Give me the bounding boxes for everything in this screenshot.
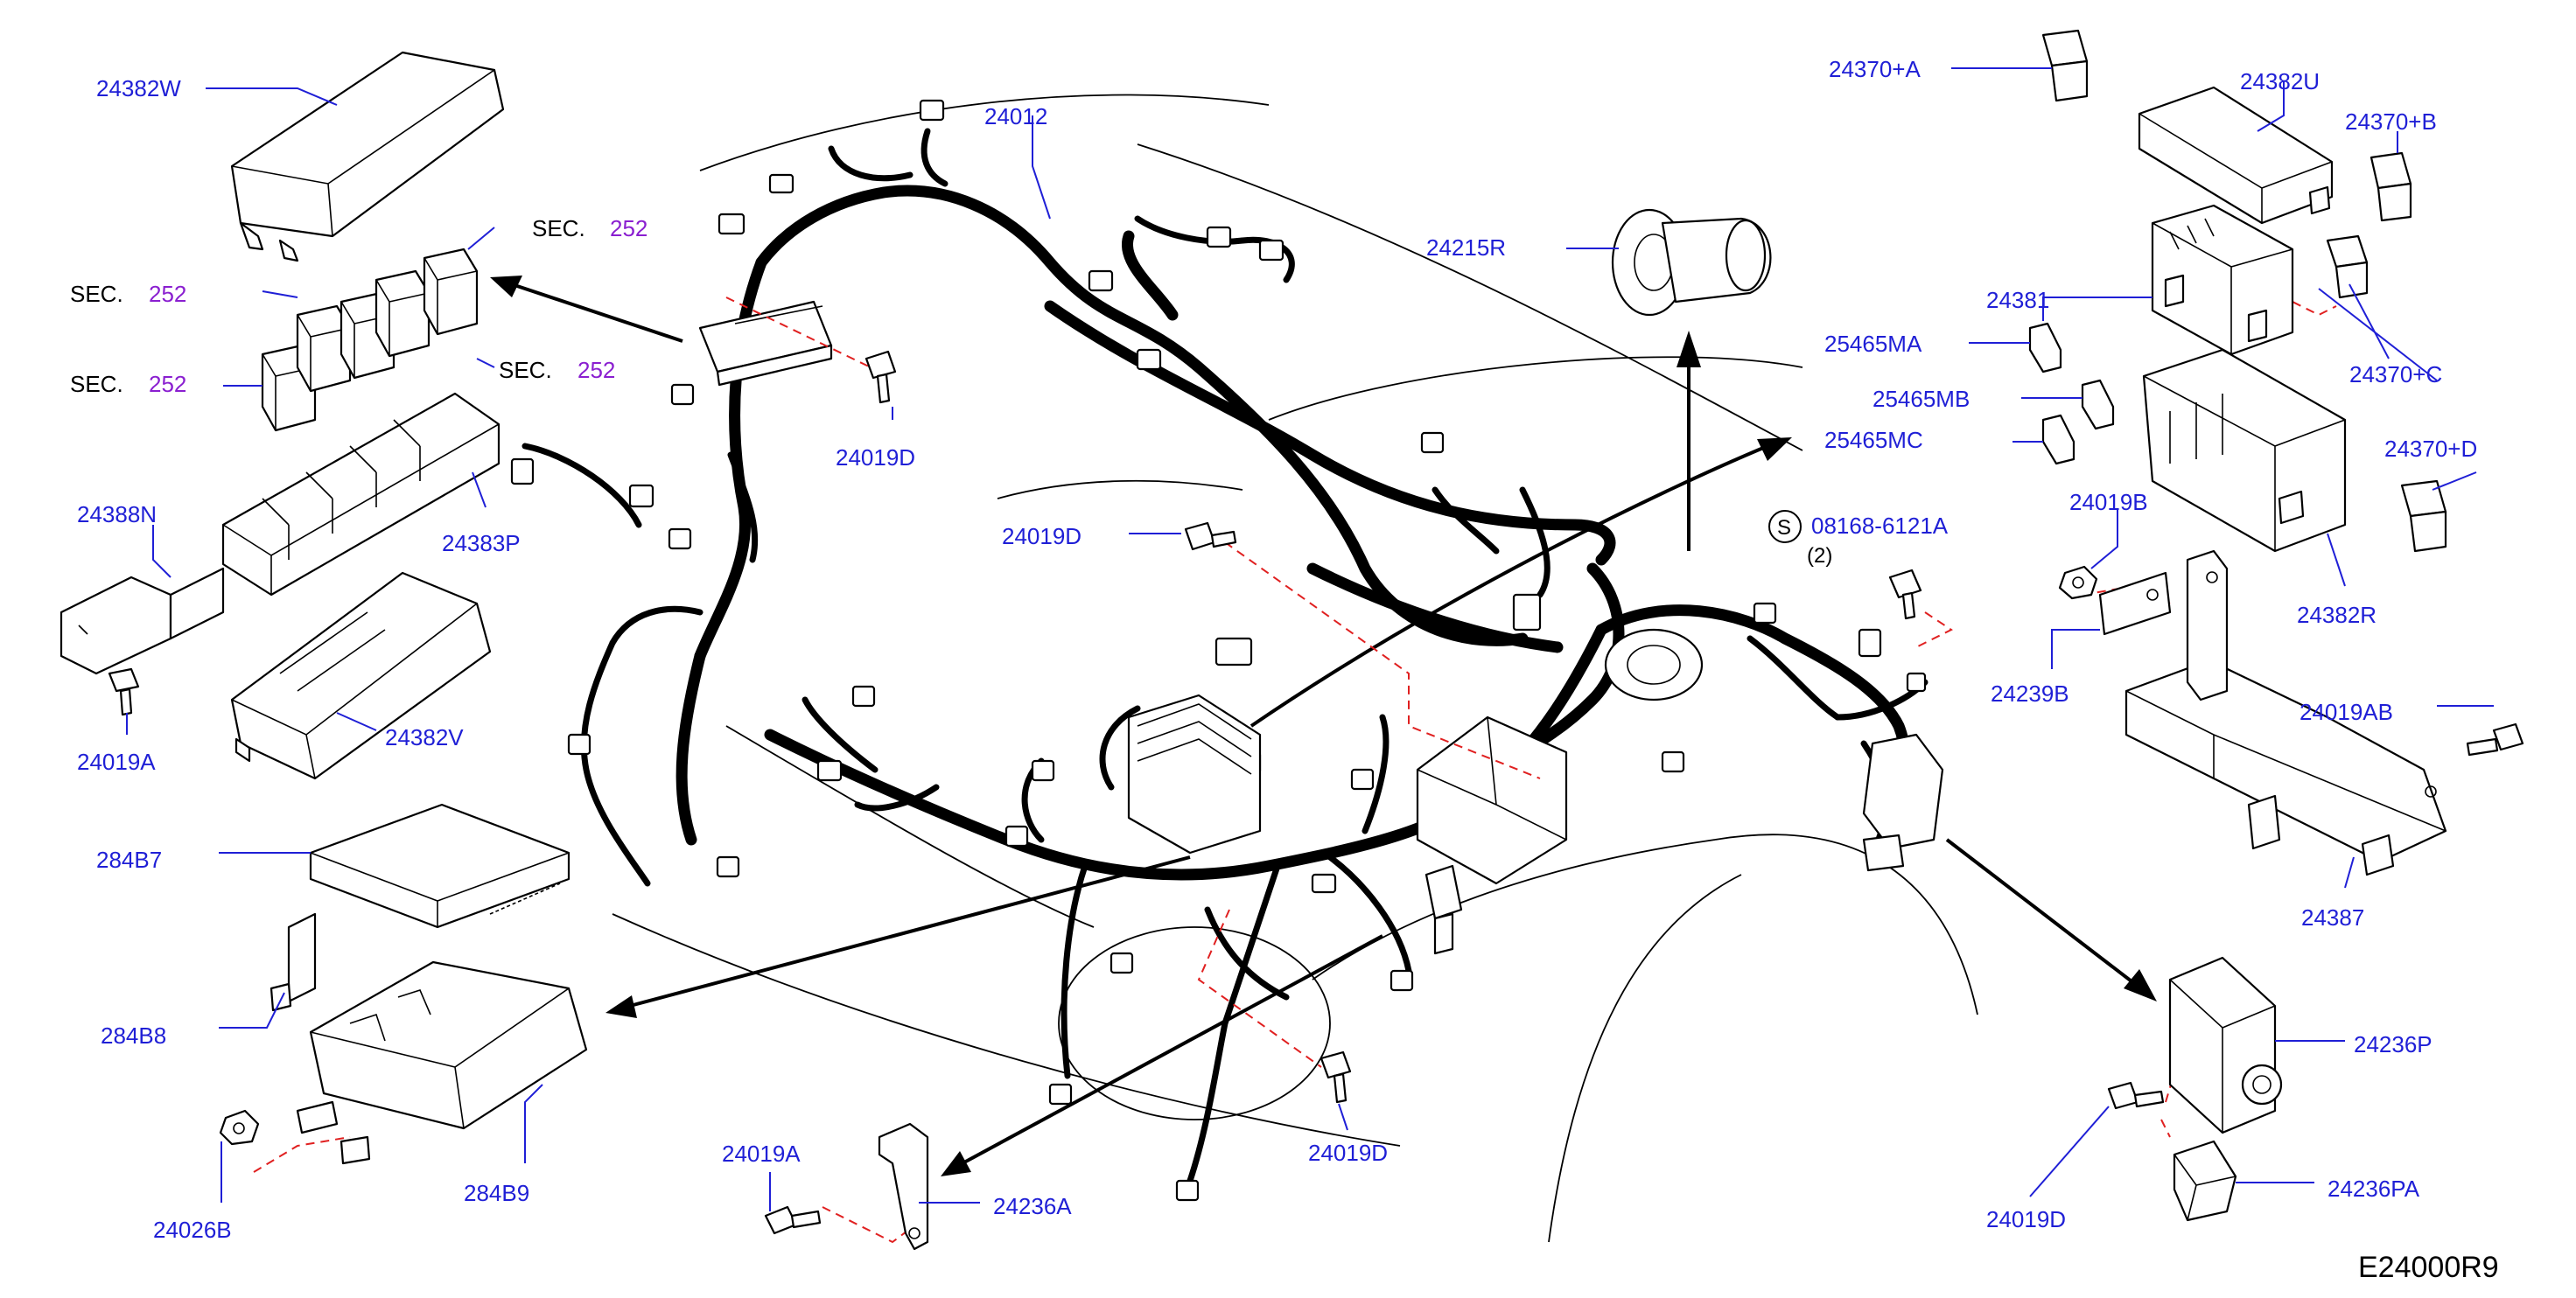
label-25465MA: 25465MA	[1824, 331, 1922, 357]
screw-quantity: (2)	[1807, 544, 1832, 568]
leader-lines	[126, 67, 2494, 1211]
fuse-24370C	[2326, 234, 2369, 299]
label-24382V: 24382V	[385, 724, 464, 750]
bracket-24387	[2124, 549, 2447, 876]
label-24019A-lower: 24019A	[722, 1141, 801, 1167]
sec-ref-word-3: SEC.	[70, 371, 123, 397]
screw-08168-6121A	[1888, 569, 1922, 620]
bracket-24236A	[878, 1122, 929, 1251]
label-284B7: 284B7	[96, 847, 162, 873]
bolt-24019AB	[2466, 722, 2524, 757]
bolt-24019D-top	[864, 350, 897, 404]
section-references: SEC. 252 SEC. 252 SEC. 252 SEC. 252	[70, 215, 648, 397]
nut-24026B	[219, 1109, 260, 1146]
sec-ref-num-2: 252	[149, 281, 186, 307]
label-24026B: 24026B	[153, 1217, 232, 1243]
label-24370A: 24370+A	[1829, 56, 1921, 82]
sec-ref-word-1: SEC.	[532, 215, 585, 241]
cover-284B7	[309, 803, 570, 929]
bracket-24239B	[2098, 571, 2172, 636]
box-24382V	[230, 571, 492, 780]
label-284B9: 284B9	[464, 1180, 529, 1206]
label-24382U: 24382U	[2240, 68, 2320, 94]
label-24019D-bottom: 24019D	[1308, 1140, 1388, 1166]
label-24370B: 24370+B	[2345, 108, 2437, 135]
direction-arrows	[490, 276, 2157, 1176]
fuse-24370D	[2400, 479, 2447, 553]
label-24019B: 24019B	[2069, 489, 2148, 515]
label-24239B: 24239B	[1991, 680, 2069, 707]
label-24019D-top: 24019D	[836, 444, 915, 471]
relay-group	[261, 248, 479, 432]
label-24382W: 24382W	[96, 75, 181, 101]
harness-grommet	[1604, 628, 1704, 701]
nut-24019B	[2058, 565, 2098, 600]
fuse-25465MA	[2028, 322, 2062, 373]
bracket-284B8	[270, 912, 317, 1012]
harness-relay-box	[698, 300, 833, 387]
bolt-24019A-lower	[764, 1205, 822, 1235]
sec-ref-num-1: 252	[610, 215, 648, 241]
fuse-25465MC	[2041, 414, 2076, 465]
case-284B9	[296, 960, 588, 1165]
label-24370D: 24370+D	[2384, 436, 2477, 462]
label-24387: 24387	[2301, 904, 2364, 931]
grommet-24215R	[1611, 208, 1772, 317]
harness-end-connector	[1862, 733, 1944, 872]
label-24019A: 24019A	[77, 749, 156, 775]
label-24383P: 24383P	[442, 530, 521, 556]
block-24383P	[221, 392, 500, 597]
label-24370C: 24370+C	[2349, 361, 2442, 387]
label-24019D-right: 24019D	[1986, 1206, 2066, 1232]
fuse-25465MB	[2081, 379, 2115, 430]
sec-ref-word-2: SEC.	[70, 281, 123, 307]
label-24019AB: 24019AB	[2300, 699, 2393, 725]
label-24019D-center: 24019D	[1002, 523, 1082, 549]
label-08168-6121A: 08168-6121A	[1811, 513, 1949, 539]
label-24236A: 24236A	[993, 1193, 1072, 1219]
label-24215R: 24215R	[1426, 234, 1506, 261]
cover-24382U	[2138, 86, 2334, 225]
fuse-24370A	[2041, 29, 2089, 102]
bolt-24019D-right	[2107, 1081, 2165, 1110]
bracket-24388N	[60, 567, 225, 675]
bolt-24019A	[108, 667, 140, 716]
label-24236PA: 24236PA	[2328, 1176, 2420, 1202]
label-24381: 24381	[1986, 287, 2049, 313]
label-24236P: 24236P	[2354, 1031, 2432, 1057]
sec-ref-num-4: 252	[578, 357, 615, 383]
label-24012: 24012	[984, 103, 1047, 129]
screw-symbol: S	[1777, 516, 1791, 540]
bolt-24019D-bottom	[1320, 1050, 1352, 1104]
label-24382R: 24382R	[2297, 602, 2376, 628]
screw-annotation: S (2)	[1768, 510, 1832, 568]
bolt-24019D-center	[1184, 521, 1237, 551]
cover-24382W	[230, 51, 505, 262]
label-284B8: 284B8	[101, 1022, 166, 1049]
part-labels: 24382W 24012 24370+A 24382U 24370+B 2421…	[77, 56, 2477, 1243]
sec-ref-num-3: 252	[149, 371, 186, 397]
label-25465MB: 25465MB	[1872, 386, 1970, 412]
holder-24236P	[2168, 956, 2283, 1134]
label-25465MC: 25465MC	[1824, 427, 1923, 453]
diagram-code: E24000R9	[2358, 1251, 2499, 1284]
clip-24236PA	[2173, 1140, 2237, 1222]
sec-ref-word-4: SEC.	[499, 357, 552, 383]
case-24382R	[2142, 348, 2347, 553]
fuse-24370B	[2370, 151, 2412, 222]
control-module	[1416, 715, 1568, 955]
ecm-unit	[1127, 694, 1262, 855]
vehicle-body-outline	[612, 94, 1978, 1243]
label-24388N: 24388N	[77, 501, 157, 527]
fuse-block-24381	[2151, 204, 2294, 356]
